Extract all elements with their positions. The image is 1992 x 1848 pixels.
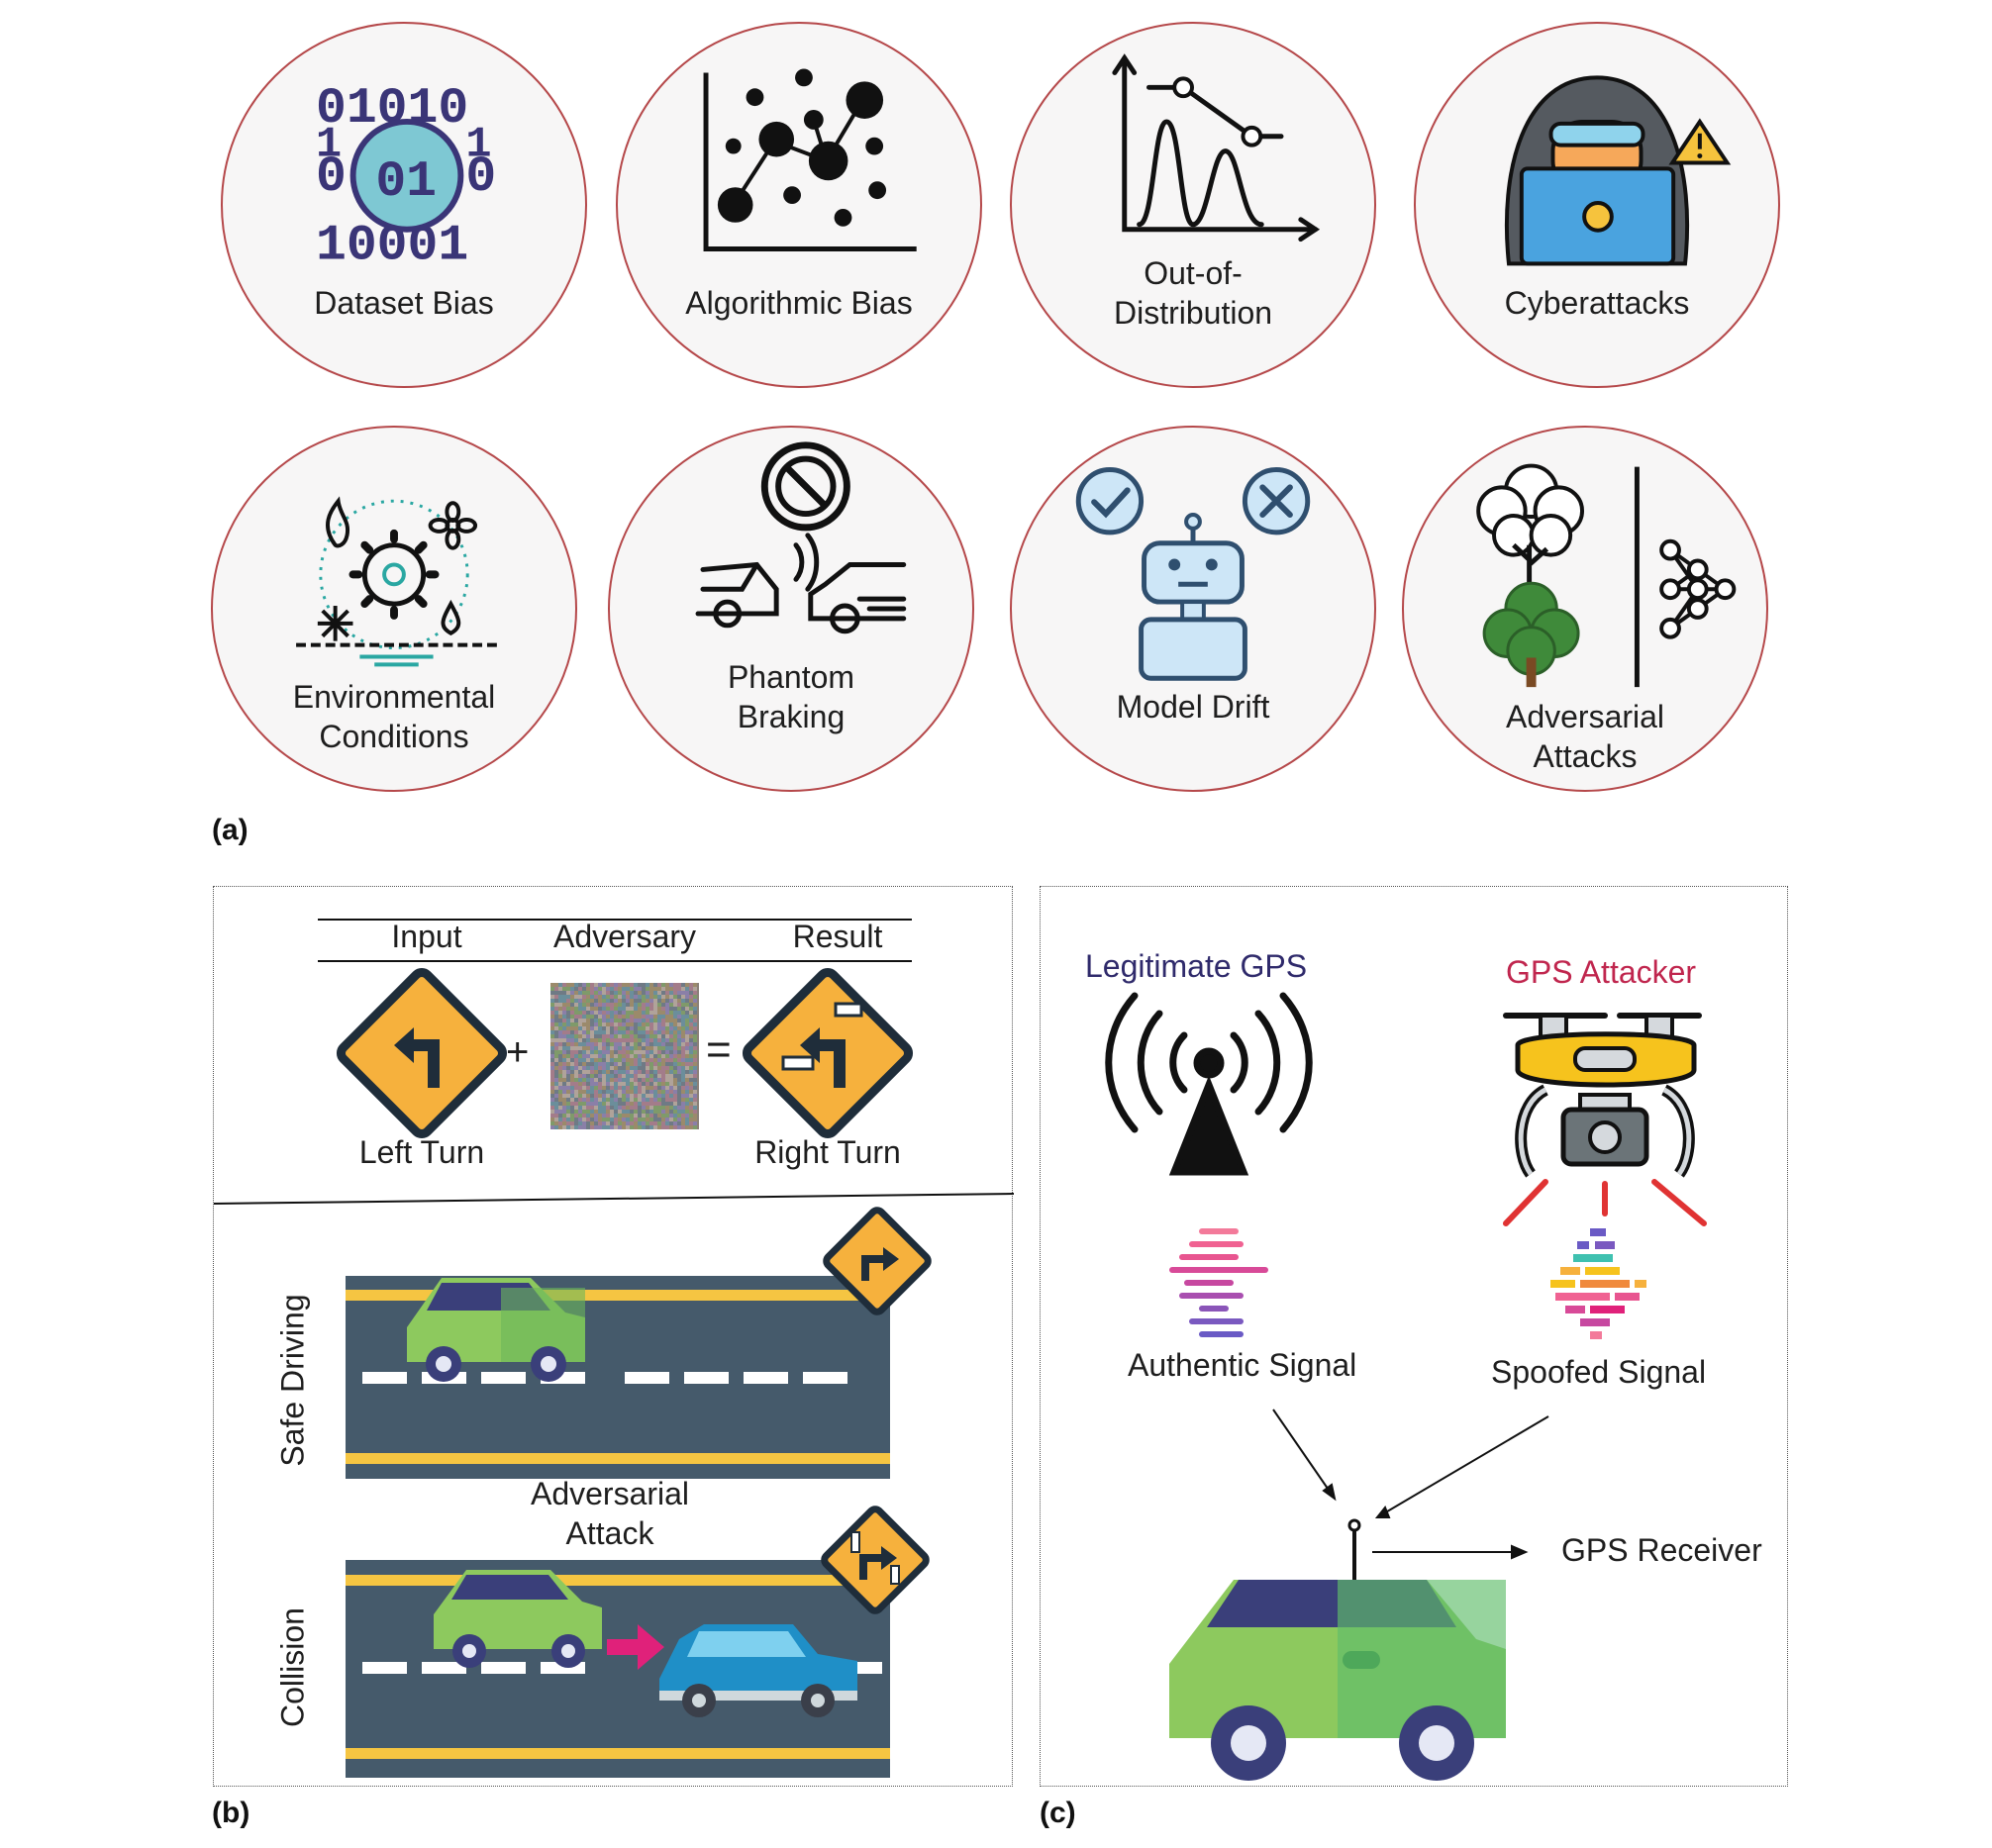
gps-attacker-title: GPS Attacker <box>1506 954 1697 990</box>
gps-tower-icon <box>1105 992 1313 1176</box>
collision-road-scene <box>346 1560 890 1778</box>
legitimate-gps-title: Legitimate GPS <box>1085 948 1308 984</box>
dataset-bias-label: Dataset Bias <box>314 285 494 321</box>
distribution-curve-icon <box>1112 53 1321 243</box>
svg-text:1: 1 <box>316 122 342 170</box>
cyberattacks-label: Cyberattacks <box>1504 285 1690 321</box>
perturbed-small-sign-icon <box>821 1506 930 1614</box>
environmental-conditions-circle: Environmental Conditions <box>211 426 577 792</box>
environment-gear-icon <box>296 496 497 667</box>
result-header: Result <box>792 919 883 954</box>
svg-text:1: 1 <box>465 122 491 170</box>
environmental-label-2: Conditions <box>319 719 469 754</box>
dataset-bias-circle: 01010 10001 0 0 1 1 01 Dataset Bias <box>221 22 587 388</box>
svg-text:0: 0 <box>465 148 496 206</box>
hacker-laptop-icon <box>1504 75 1732 266</box>
receiver-car-icon <box>1169 1518 1506 1781</box>
tree-network-icon <box>1476 463 1737 688</box>
adversarial-attack-label-2: Attack <box>565 1515 654 1551</box>
out-of-distribution-label-2: Distribution <box>1113 295 1273 331</box>
plus-sign: + <box>506 1030 530 1074</box>
model-drift-label: Model Drift <box>1116 689 1270 725</box>
blue-car-icon <box>659 1624 857 1717</box>
binary-data-icon: 01010 10001 0 0 1 1 01 <box>316 80 496 274</box>
safe-road-scene <box>346 1276 890 1479</box>
panel-c-graphics <box>1105 992 1707 1781</box>
adversary-header: Adversary <box>552 919 697 954</box>
collision-label: Collision <box>274 1607 311 1727</box>
equals-sign: = <box>706 1025 732 1074</box>
phantom-braking-label-2: Braking <box>737 699 846 734</box>
out-of-distribution-label-1: Out-of- <box>1144 255 1243 291</box>
collision-arrow-icon <box>607 1624 664 1670</box>
adversarial-attacks-circle: Adversarial Attacks <box>1402 426 1768 792</box>
algorithmic-bias-label: Algorithmic Bias <box>685 285 913 321</box>
authentic-signal-icon <box>1169 1228 1268 1337</box>
phantom-braking-label-1: Phantom <box>727 659 855 695</box>
svg-text:01: 01 <box>375 153 437 211</box>
spoofed-signal-icon <box>1550 1228 1646 1339</box>
spoofed-signal-label: Spoofed Signal <box>1491 1354 1707 1390</box>
input-header: Input <box>391 919 462 954</box>
car-collision-icon <box>695 441 907 634</box>
gps-receiver-label: GPS Receiver <box>1561 1532 1762 1568</box>
adversarial-noise-icon <box>550 983 699 1129</box>
left-turn-caption: Left Turn <box>358 1134 485 1170</box>
phantom-braking-circle: Phantom Braking <box>608 426 974 792</box>
panel-b-letter: (b) <box>212 1797 250 1829</box>
robot-check-cross-icon <box>1075 467 1311 681</box>
authentic-signal-label: Authentic Signal <box>1128 1347 1357 1383</box>
panel-b-box: Input Adversary Result + = Left Turn Rig… <box>213 886 1014 1787</box>
green-car-icon-2 <box>434 1570 602 1668</box>
environmental-label-1: Environmental <box>292 679 496 715</box>
panel-c-letter: (c) <box>1040 1797 1076 1829</box>
adversarial-attack-label-1: Adversarial <box>530 1476 690 1511</box>
right-turn-caption: Right Turn <box>754 1134 901 1170</box>
right-turn-sign-icon <box>823 1207 932 1315</box>
attacker-drone-icon <box>1503 1013 1707 1226</box>
algorithmic-bias-circle: Algorithmic Bias <box>616 22 982 388</box>
panel-b-graphics <box>214 919 1014 1778</box>
green-car-icon <box>407 1278 585 1382</box>
perturbed-sign-icon <box>742 967 914 1139</box>
svg-text:0: 0 <box>316 148 347 206</box>
model-drift-circle: Model Drift <box>1010 426 1376 792</box>
panel-c-box: Legitimate GPS GPS Attacker Authentic Si… <box>1040 886 1788 1787</box>
adversarial-attacks-label-2: Attacks <box>1533 738 1638 774</box>
adversarial-attacks-label-1: Adversarial <box>1505 699 1665 734</box>
left-turn-sign-icon <box>336 967 508 1139</box>
cyberattacks-circle: Cyberattacks <box>1414 22 1780 388</box>
out-of-distribution-circle: Out-of- Distribution <box>1010 22 1376 388</box>
panel-a-letter: (a) <box>212 814 249 846</box>
safe-driving-label: Safe Driving <box>274 1294 311 1467</box>
scatter-plot-icon <box>703 68 917 251</box>
